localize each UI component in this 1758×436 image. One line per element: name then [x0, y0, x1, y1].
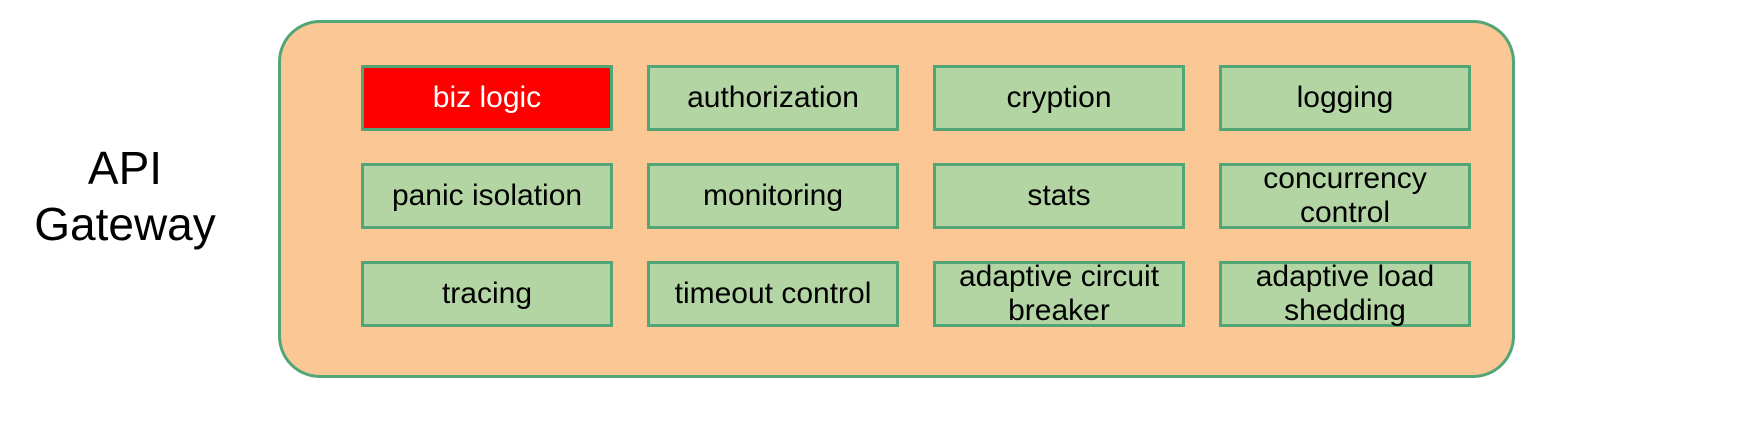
module-grid: biz logic authorization cryption logging…	[361, 65, 1471, 327]
module-box-stats[interactable]: stats	[933, 163, 1185, 229]
module-box-cryption[interactable]: cryption	[933, 65, 1185, 131]
module-label: adaptive load shedding	[1255, 260, 1435, 327]
module-box-authorization[interactable]: authorization	[647, 65, 899, 131]
module-box-biz-logic[interactable]: biz logic	[361, 65, 613, 131]
module-label: logging	[1296, 81, 1394, 114]
module-box-monitoring[interactable]: monitoring	[647, 163, 899, 229]
module-label: timeout control	[674, 277, 872, 310]
module-label: tracing	[441, 277, 533, 310]
gateway-side-label: API Gateway	[34, 142, 216, 250]
module-label: stats	[1027, 179, 1091, 212]
module-label: biz logic	[432, 81, 542, 114]
module-label: cryption	[1006, 81, 1112, 114]
module-box-tracing[interactable]: tracing	[361, 261, 613, 327]
module-box-panic-isolation[interactable]: panic isolation	[361, 163, 613, 229]
module-box-adaptive-circuit-breaker[interactable]: adaptive circuit breaker	[933, 260, 1185, 327]
module-label: monitoring	[702, 179, 844, 212]
module-box-concurrency-control[interactable]: concurrency control	[1219, 162, 1471, 229]
module-label: panic isolation	[391, 179, 583, 212]
module-label: concurrency control	[1263, 162, 1427, 229]
module-label: authorization	[687, 81, 859, 114]
module-box-timeout-control[interactable]: timeout control	[647, 261, 899, 327]
module-label: adaptive circuit breaker	[958, 260, 1160, 327]
gateway-container: biz logic authorization cryption logging…	[278, 20, 1515, 378]
module-box-logging[interactable]: logging	[1219, 65, 1471, 131]
module-box-adaptive-load-shedding[interactable]: adaptive load shedding	[1219, 260, 1471, 327]
